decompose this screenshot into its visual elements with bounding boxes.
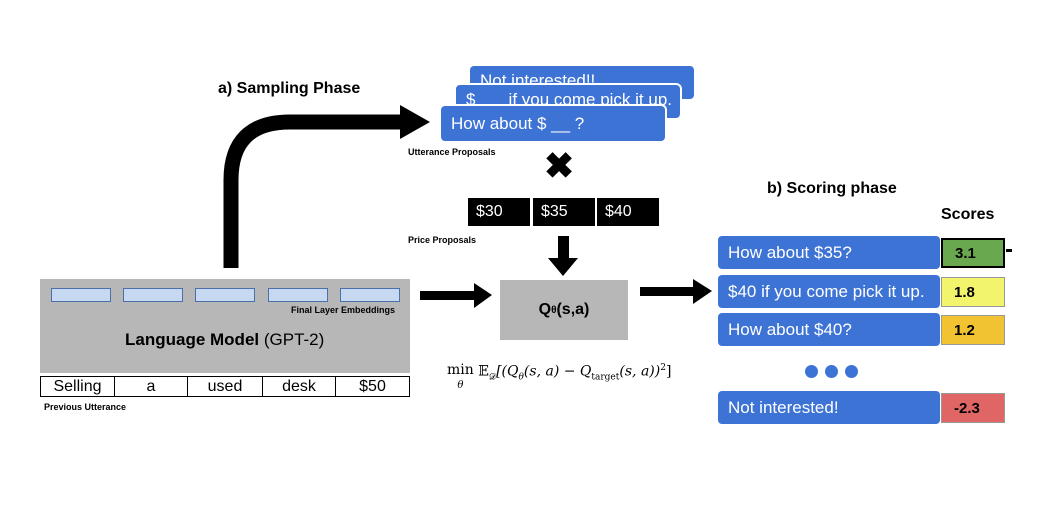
ellipsis-dot [825,365,838,378]
down-arrow-head [548,258,578,276]
ellipsis-dot [805,365,818,378]
token-cell: desk [262,376,336,397]
price-proposal: $35 [533,198,595,226]
q-args: (s,a) [556,301,590,318]
embedding-cell [195,288,255,302]
score-cell: 3.1 [941,238,1005,268]
scored-utterance: How about $35? [718,236,940,269]
token-cell: used [187,376,263,397]
objective-theta: θ [518,372,524,383]
sampling-phase-title: a) Sampling Phase [218,80,361,97]
previous-utterance-label: Previous Utterance [44,402,127,412]
ellipsis-dot [845,365,858,378]
expectation-symbol: 𝔼 [478,363,489,380]
objective-power: 2 [660,363,666,373]
curved-arrow [223,114,402,268]
price-proposal: $30 [468,198,530,226]
expectation-subscript: 𝒟 [488,372,497,383]
scored-utterance: How about $40? [718,313,940,346]
embedding-cell [123,288,183,302]
objective-body: [(Q [496,363,519,380]
score-cell: 1.2 [941,315,1005,345]
embedding-cell [51,288,111,302]
q-symbol: Q [538,301,552,318]
final-layer-embeddings-label: Final Layer Embeddings [291,305,396,315]
token-cell: Selling [40,376,115,397]
embedding-cell [340,288,400,302]
down-arrow-shaft [558,236,569,260]
price-proposals-label: Price Proposals [408,235,477,245]
scoring-phase-title: b) Scoring phase [767,180,897,197]
score-cell: 1.8 [941,277,1005,307]
q-to-scores-arrow-head [693,279,712,304]
times-icon: ✖ [544,145,575,186]
utterance-proposal: How about $ __ ? [441,106,665,141]
language-model-name: Language Model [125,330,260,349]
scored-utterance: Not interested! [718,391,940,424]
embedding-cell [268,288,328,302]
curved-arrow-head [400,105,430,139]
scored-utterance: $40 if you come pick it up. [718,275,940,308]
utterance-proposals-label: Utterance Proposals [408,147,496,157]
language-model-variant: (GPT-2) [259,330,325,349]
lm-to-q-arrow-head [474,283,492,308]
token-cell: $50 [335,376,410,397]
token-cell: a [114,376,188,397]
q-subscript: θ [551,304,557,316]
objective-mid: (s, a) − Q [523,363,592,380]
price-proposal: $40 [597,198,659,226]
min-operator: min [447,362,474,378]
objective-close: ] [665,363,672,380]
scores-label: Scores [941,206,995,223]
score-cell: -2.3 [941,393,1005,423]
language-model-title: Language Model (GPT-2) [125,330,324,350]
objective-formula: min θ 𝔼𝒟[(Qθ(s, a) − Qtarget(s, a))2] [447,363,671,393]
min-subscript: θ [457,380,464,391]
lm-to-q-arrow-shaft [420,291,476,300]
score-highlight-tick [1006,249,1012,252]
objective-end: (s, a)) [619,363,661,380]
objective-target: target [591,372,620,383]
q-to-scores-arrow-shaft [640,287,695,296]
